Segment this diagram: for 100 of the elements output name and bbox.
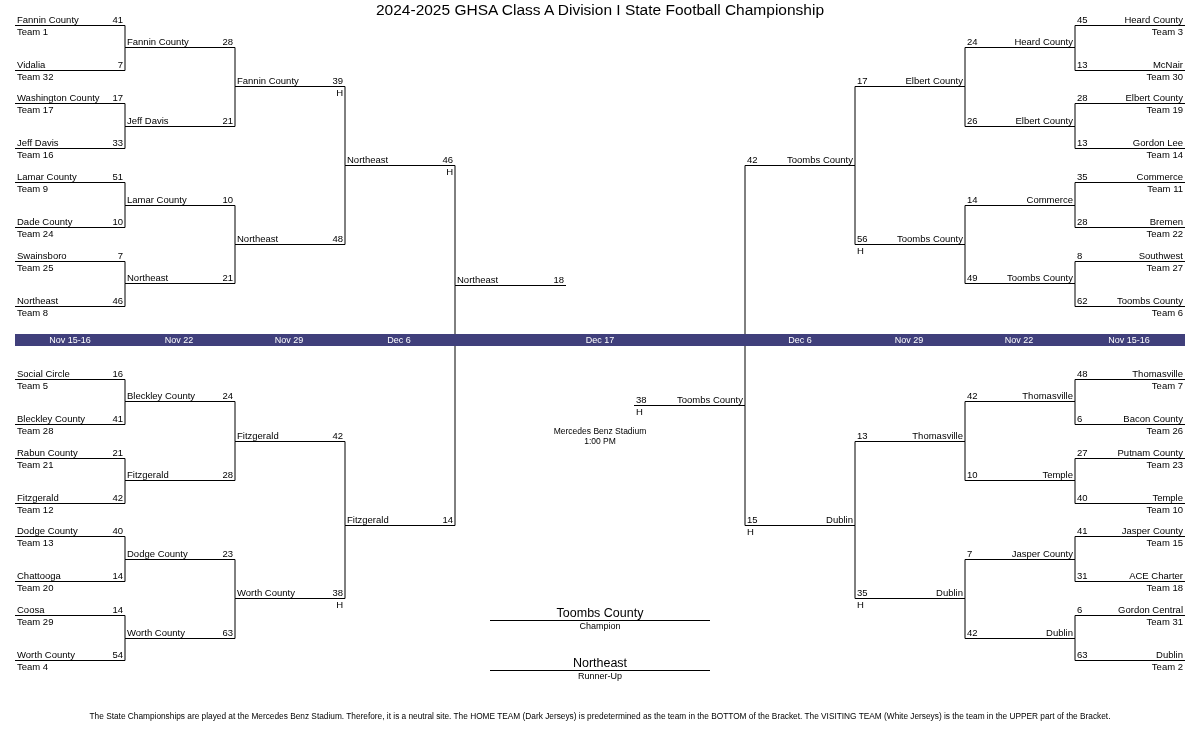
team-name: Social Circle xyxy=(17,368,70,379)
team-name: Temple xyxy=(1152,492,1183,503)
score: 42 xyxy=(112,492,123,503)
score: 42 xyxy=(967,390,978,401)
home-marker: H xyxy=(336,599,343,610)
bracket-connector xyxy=(124,615,126,639)
score: 10 xyxy=(222,194,233,205)
team-name: Thomasville xyxy=(1132,368,1183,379)
score: 14 xyxy=(112,604,123,615)
seed-label: Team 27 xyxy=(1146,262,1183,273)
team-name: Coosa xyxy=(17,604,45,615)
score: 16 xyxy=(112,368,123,379)
round-date: Nov 22 xyxy=(164,334,194,346)
team-name: Toombs County xyxy=(1007,272,1073,283)
bracket-connector xyxy=(124,379,126,402)
seed-label: Team 18 xyxy=(1146,582,1183,593)
team-name: Northeast xyxy=(457,274,499,285)
bracket-connector xyxy=(124,480,126,504)
team-name: Toombs County xyxy=(677,394,743,405)
team-name: Elbert County xyxy=(1125,92,1183,103)
team-name: Southwest xyxy=(1138,250,1183,261)
round-date: Nov 15-16 xyxy=(49,334,91,346)
bracket-connector xyxy=(454,285,456,526)
seed-label: Team 19 xyxy=(1146,104,1183,115)
seed-label: Team 28 xyxy=(17,425,54,436)
score: 31 xyxy=(1077,570,1088,581)
seed-label: Team 4 xyxy=(17,661,49,672)
team-name: Fannin County xyxy=(237,75,299,86)
score: 48 xyxy=(1077,368,1088,379)
team-name: Northeast xyxy=(17,295,59,306)
team-name: Heard County xyxy=(1014,36,1073,47)
score: 14 xyxy=(112,570,123,581)
team-name: Fitzgerald xyxy=(237,430,279,441)
bracket-connector xyxy=(964,205,966,245)
team-name: Worth County xyxy=(237,587,295,598)
seed-label: Team 20 xyxy=(17,582,54,593)
team-name: Rabun County xyxy=(17,447,78,458)
seed-label: Team 11 xyxy=(1147,183,1183,194)
score: 23 xyxy=(222,548,233,559)
seed-label: Team 25 xyxy=(17,262,54,273)
score: 10 xyxy=(967,469,978,480)
bracket-slot xyxy=(965,627,1075,639)
team-name: Washington County xyxy=(17,92,100,103)
score: 33 xyxy=(112,137,123,148)
bracket-connector xyxy=(124,103,126,127)
round-date: Nov 29 xyxy=(894,334,924,346)
score: 40 xyxy=(112,525,123,536)
score: 28 xyxy=(222,36,233,47)
team-name: Northeast xyxy=(237,233,279,244)
score: 38 xyxy=(636,394,647,405)
team-name: Bleckley County xyxy=(127,390,196,401)
team-name: Jasper County xyxy=(1011,548,1073,559)
score: 42 xyxy=(747,154,758,165)
score: 54 xyxy=(112,649,123,660)
seed-label: Team 5 xyxy=(17,380,49,391)
home-marker: H xyxy=(747,526,754,537)
team-name: Jeff Davis xyxy=(127,115,169,126)
footnote: The State Championships are played at the Mercedes Benz Stadium. Therefore, it is a neutral site. The HOME TEAM (Dark Jerseys) is predetermined as the team in the BOTTOM of the Bracket. The VISITING TEAM (White Jerseys) is the team in the UPPER part of the Bracket. xyxy=(89,711,1111,721)
score: 17 xyxy=(112,92,123,103)
team-name: Vidalia xyxy=(17,59,46,70)
bracket-connector xyxy=(964,598,966,639)
bracket-connector xyxy=(124,205,126,228)
bracket-connector xyxy=(744,165,746,406)
score: 28 xyxy=(1077,92,1088,103)
team-name: Swainsboro xyxy=(17,250,67,261)
bracket-connector xyxy=(964,47,966,87)
team-name: McNair xyxy=(1152,59,1183,70)
team-name: Commerce xyxy=(1136,171,1183,182)
team-name: Bacon County xyxy=(1123,413,1183,424)
seed-label: Team 7 xyxy=(1151,380,1183,391)
score: 63 xyxy=(1077,649,1088,660)
score: 6 xyxy=(1077,413,1083,424)
seed-label: Team 2 xyxy=(1151,661,1183,672)
bracket-connector xyxy=(124,182,126,206)
score: 17 xyxy=(857,75,868,86)
team-name: Jeff Davis xyxy=(17,137,59,148)
bracket-connector xyxy=(124,283,126,307)
team-name: Fitzgerald xyxy=(347,514,389,525)
score: 39 xyxy=(332,75,343,86)
round-date: Dec 6 xyxy=(788,334,812,346)
venue-label: Mercedes Benz Stadium xyxy=(553,426,647,436)
bracket-connector xyxy=(234,401,236,442)
title: 2024-2025 GHSA Class A Division I State Football Championship xyxy=(376,0,824,19)
team-name: Elbert County xyxy=(1015,115,1073,126)
score: 21 xyxy=(112,447,123,458)
score: 24 xyxy=(222,390,233,401)
seed-label: Team 23 xyxy=(1146,459,1183,470)
bracket-connector xyxy=(234,441,236,481)
bracket-connector xyxy=(964,244,966,284)
team-name: Lamar County xyxy=(127,194,187,205)
team-name: Thomasville xyxy=(912,430,963,441)
bracket-connector xyxy=(344,441,346,526)
team-name: ACE Charter xyxy=(1129,570,1183,581)
bracket-slot xyxy=(235,233,345,245)
bracket-connector xyxy=(964,559,966,599)
score: 42 xyxy=(967,627,978,638)
team-name: Dublin xyxy=(1156,649,1183,660)
round-date: Dec 17 xyxy=(585,334,615,346)
bracket-slot xyxy=(125,469,235,481)
round-date: Dec 6 xyxy=(387,334,411,346)
